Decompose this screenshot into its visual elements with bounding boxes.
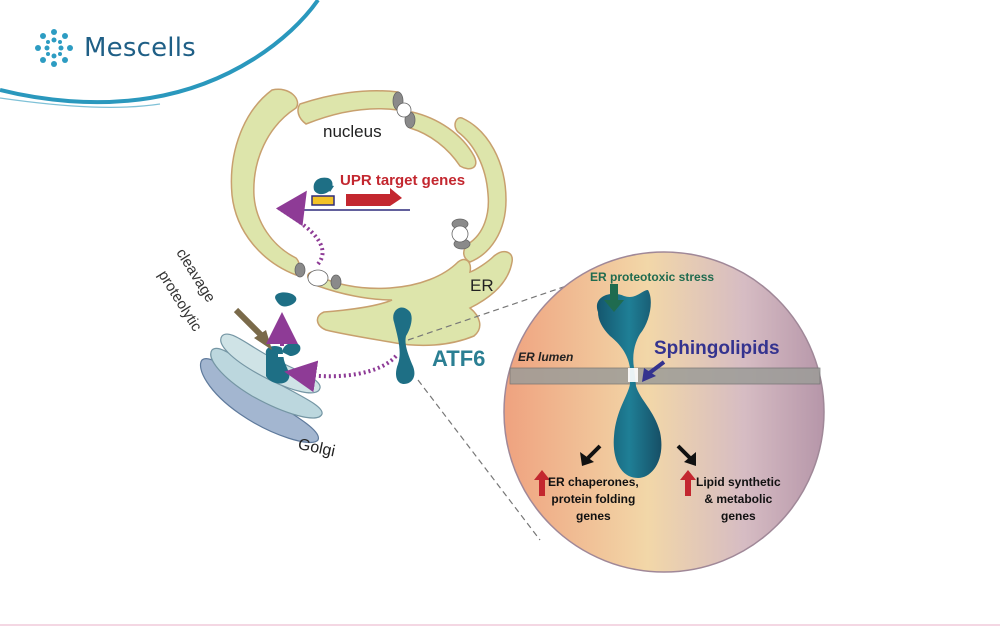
transport-arrows [266, 190, 398, 393]
er-membrane [307, 251, 513, 347]
left-outcome-line2: protein folding [551, 492, 636, 506]
atf6-er-protein [393, 307, 415, 384]
upr-target-genes-label: UPR target genes [340, 172, 466, 189]
transcription-arrow [346, 188, 402, 206]
atf6-inset-protein [596, 290, 662, 478]
brand-logo[interactable]: Mescells [34, 28, 196, 68]
left-outcome-line3: genes [576, 509, 611, 523]
golgi-apparatus [200, 333, 323, 444]
right-outcome-line2: & metabolic [704, 492, 773, 506]
nucleus-label: nucleus [323, 122, 382, 141]
brand-mark-icon [35, 29, 73, 67]
er-proteotoxic-stress-label: ER proteotoxic stress [590, 270, 715, 284]
atf6-label: ATF6 [432, 346, 486, 371]
promoter-box [311, 195, 335, 206]
brand-name: Mescells [84, 33, 196, 63]
nuclear-pores [294, 91, 471, 290]
inset-circle [503, 251, 825, 573]
footer-divider [0, 624, 1000, 626]
sphingolipids-label: Sphingolipids [654, 338, 780, 359]
right-outcome-line1: Lipid synthetic [696, 475, 781, 489]
right-outcome-line3: genes [721, 509, 756, 523]
nuclear-envelope-left [230, 88, 300, 276]
nuclear-envelope-top [297, 90, 402, 125]
left-outcome-label: ER chaperones, protein folding genes [548, 474, 639, 525]
er-label: ER [470, 276, 494, 295]
cleavage-arrow [233, 307, 265, 339]
left-outcome-line1: ER chaperones, [548, 475, 639, 489]
er-lumen-label: ER lumen [518, 350, 574, 364]
er-membrane-band [509, 367, 821, 385]
atf6-nuclear-fragment [313, 177, 333, 195]
right-outcome-label: Lipid synthetic & metabolic genes [696, 474, 781, 525]
